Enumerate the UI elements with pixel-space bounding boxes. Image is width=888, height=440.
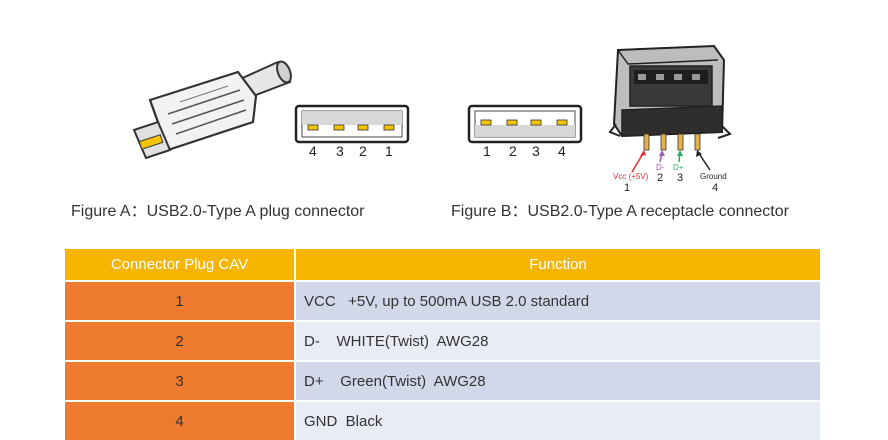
table-row: 2 D- WHITE(Twist) AWG28 bbox=[65, 320, 820, 361]
function-cell: GND Black bbox=[295, 400, 820, 440]
plug-pin-number: 2 bbox=[359, 143, 367, 159]
pin-cell: 3 bbox=[65, 360, 296, 401]
receptacle-pin-number: 2 bbox=[509, 143, 517, 159]
column-header-pin: Connector Plug CAV bbox=[65, 249, 296, 281]
receptacle-pin-number: 1 bbox=[483, 143, 491, 159]
pin-cell: 4 bbox=[65, 400, 296, 440]
receptacle-pin-3-label: 3 bbox=[677, 172, 684, 184]
plug-pin-number: 3 bbox=[336, 143, 344, 159]
figure-a-caption: Figure A：USB2.0-Type A plug connector bbox=[71, 203, 365, 220]
usb-plug-illustration bbox=[132, 60, 292, 160]
dplus-label: D+ bbox=[673, 163, 684, 172]
column-header-function: Function bbox=[295, 249, 820, 281]
pin-cell: 1 bbox=[65, 280, 296, 321]
plug-pin-number: 4 bbox=[309, 143, 317, 159]
function-cell: D+ Green(Twist) AWG28 bbox=[295, 360, 820, 401]
receptacle-pin-4-label: 4 bbox=[712, 182, 719, 194]
pin-cell: 2 bbox=[65, 320, 296, 361]
usb-receptacle-illustration bbox=[608, 44, 732, 173]
table-row: 4 GND Black bbox=[65, 400, 820, 440]
plug-front-view bbox=[294, 104, 410, 144]
receptacle-front-view bbox=[467, 104, 583, 144]
plug-pin-number: 1 bbox=[385, 143, 393, 159]
ground-label: Ground bbox=[700, 172, 727, 181]
figure-b-caption: Figure B：USB2.0-Type A receptacle connec… bbox=[451, 203, 789, 220]
vcc-label: Vcc (+5V) bbox=[613, 172, 649, 181]
table-row: 1 VCC +5V, up to 500mA USB 2.0 standard bbox=[65, 280, 820, 321]
receptacle-pin-2-label: 2 bbox=[657, 172, 664, 184]
function-cell: VCC +5V, up to 500mA USB 2.0 standard bbox=[295, 280, 820, 321]
function-cell: D- WHITE(Twist) AWG28 bbox=[295, 320, 820, 361]
pinout-table: Connector Plug CAV Function 1 VCC +5V, u… bbox=[65, 249, 820, 440]
receptacle-pin-number: 4 bbox=[558, 143, 566, 159]
dminus-label: D- bbox=[656, 163, 665, 172]
receptacle-pin-1-label: 1 bbox=[624, 182, 631, 194]
table-header-row: Connector Plug CAV Function bbox=[65, 249, 820, 281]
table-row: 3 D+ Green(Twist) AWG28 bbox=[65, 360, 820, 401]
receptacle-pin-number: 3 bbox=[532, 143, 540, 159]
